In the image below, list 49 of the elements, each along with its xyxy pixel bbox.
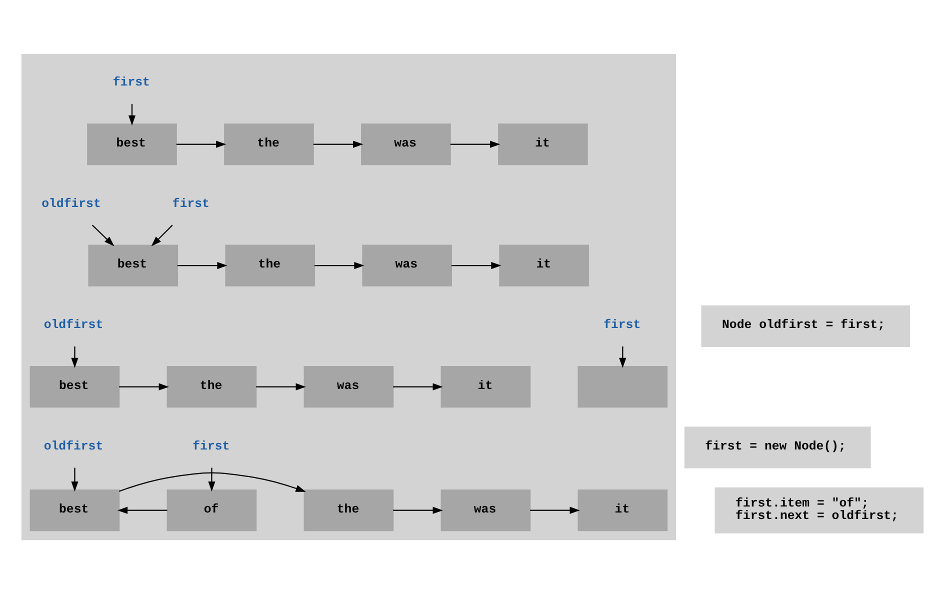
arrow [117,506,168,514]
node-box: it [498,124,588,166]
arrow [178,262,228,270]
arrow [452,262,502,270]
node-text: first [192,439,230,454]
arrow [118,472,306,492]
arrow [176,140,226,148]
node-box: the [225,244,316,286]
node-text: oldfirst [44,318,104,332]
node-box: was [361,124,451,166]
arrow [256,383,306,390]
arrow [619,346,626,368]
node-box [578,366,668,408]
arrow [151,224,173,246]
arrow [128,104,136,126]
node-box: the [304,490,394,532]
node-box: was [304,366,394,408]
node-box: it [440,366,531,408]
arrow [393,383,443,390]
arrow [450,140,500,148]
arrow [313,140,364,148]
node-box: of [166,490,257,532]
node-box: it [578,490,668,532]
node-box: best [87,124,177,166]
node-box: best [88,244,178,286]
arrow [119,383,169,390]
node-box: was [440,490,531,532]
arrow [71,468,78,492]
arrow [71,346,78,368]
node-box: best [30,490,120,532]
arrow [208,468,216,492]
node-box: the [224,124,314,166]
node-text: first [604,318,641,332]
arrow [393,506,443,514]
node-text: oldfirst [44,439,104,454]
arrow [314,262,364,270]
node-box: best [30,366,120,408]
arrow [92,224,114,246]
node-box: was [362,244,452,286]
node-text: oldfirst [42,196,101,211]
node-text: first [112,76,150,90]
node-box: it [499,244,589,286]
node-box: the [166,366,257,408]
cluster [21,54,676,540]
node-box: Node oldfirst = first; [701,305,910,347]
node-box: first.item = "of"; first.next = oldfirst; [714,487,924,534]
node-box: first = new Node(); [684,426,871,468]
node-text: first [172,196,210,211]
arrow [530,506,580,514]
